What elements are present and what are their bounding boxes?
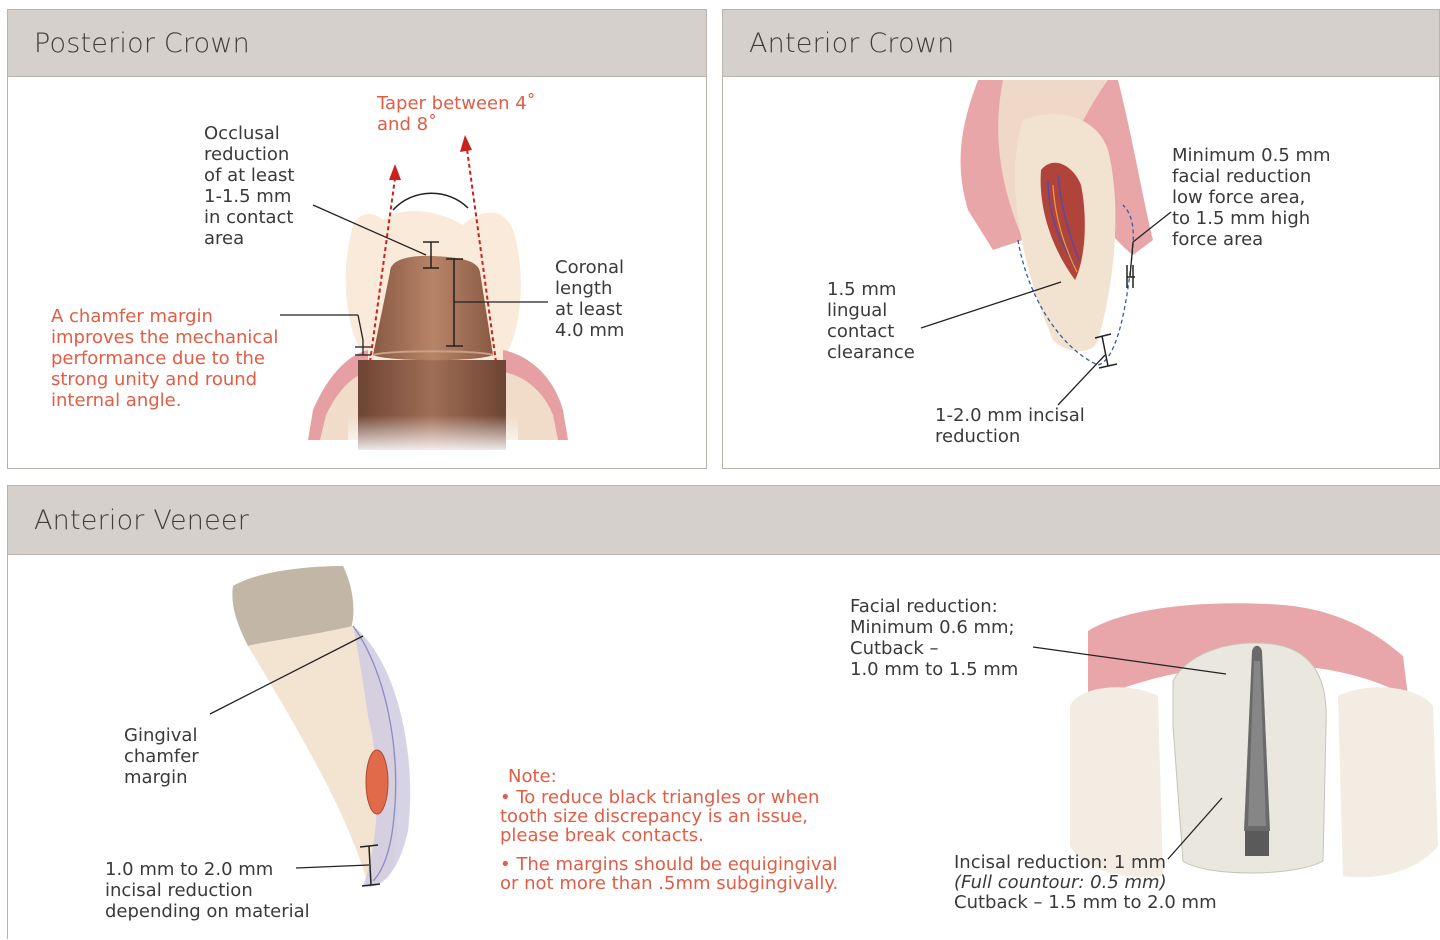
gingival-margin-label: Gingival chamfer margin <box>124 725 199 788</box>
incisal-reduction-line: Incisal reduction: 1 mm <box>954 853 1217 873</box>
facial-reduction-label: Minimum 0.5 mm facial reduction low forc… <box>1172 145 1331 250</box>
note-item-2: • The margins should be equigingival or … <box>500 855 838 893</box>
anterior-crown-panel: Anterior Crown Minimum 0.5 mm facial red… <box>722 9 1440 469</box>
facial-reduction-label: Facial reduction: Minimum 0.6 mm; Cutbac… <box>850 596 1018 680</box>
veneer-incisal-label: 1.0 mm to 2.0 mm incisal reduction depen… <box>105 859 310 922</box>
coronal-length-label: Coronal length at least 4.0 mm <box>555 257 624 341</box>
taper-label: Taper between 4˚ and 8˚ <box>377 93 536 135</box>
incisal-reduction-block: Incisal reduction: 1 mm (Full countour: … <box>954 853 1217 913</box>
anterior-crown-illustration <box>723 10 1440 470</box>
anterior-veneer-panel: Anterior Veneer Gingival chamfer margin … <box>7 485 1440 939</box>
chamfer-margin-label: A chamfer margin improves the mechanical… <box>51 306 278 411</box>
full-contour-line: (Full countour: 0.5 mm) <box>954 873 1217 893</box>
prepared-tooth-shape <box>373 256 493 360</box>
note-item-1: • To reduce black triangles or when toot… <box>500 788 838 845</box>
note-title: Note: <box>500 766 838 787</box>
cutback-line: Cutback – 1.5 mm to 2.0 mm <box>954 893 1217 913</box>
lingual-clearance-label: 1.5 mm lingual contact clearance <box>827 279 915 363</box>
occlusal-reduction-label: Occlusal reduction of at least 1-1.5 mm … <box>204 123 294 249</box>
contact-dot-shape <box>366 750 388 814</box>
posterior-crown-panel: Posterior Crown <box>7 9 707 469</box>
incisal-reduction-label: 1-2.0 mm incisal reduction <box>935 405 1085 447</box>
note-box: Note: • To reduce black triangles or whe… <box>500 766 838 893</box>
